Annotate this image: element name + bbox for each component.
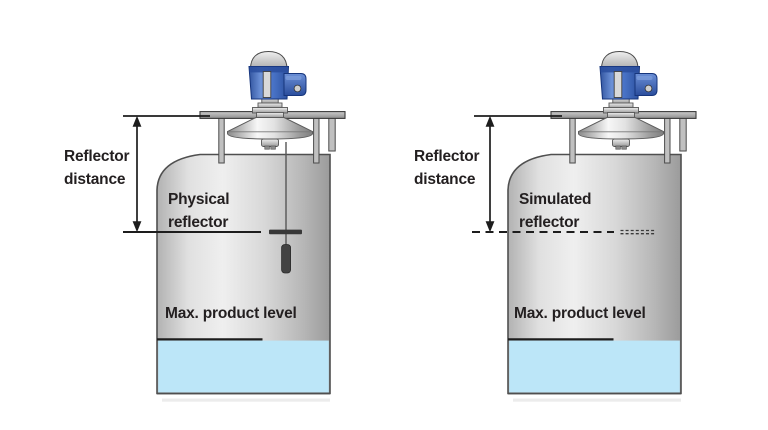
reflector-distance-label-right: Reflector distance <box>414 148 480 188</box>
reflector-distance-dimension-right <box>474 115 562 233</box>
reflector-distance-dimension-left <box>123 115 210 233</box>
reflector-distance-label-left: Reflector distance <box>64 148 130 188</box>
arrowhead-down-icon <box>132 221 142 233</box>
arrowhead-up-icon <box>485 115 495 127</box>
arrowhead-up-icon <box>132 115 142 127</box>
simulated-reflector-marker <box>472 229 656 235</box>
simulated-reflector-label: Simulated reflector <box>519 191 592 231</box>
max-product-level-label-right: Max. product level <box>514 305 646 322</box>
arrowhead-down-icon <box>485 221 495 233</box>
physical-reflector-marker <box>123 142 302 274</box>
reflector-plate <box>269 229 302 235</box>
max-product-level-label-left: Max. product level <box>165 305 297 322</box>
physical-reflector-label: Physical reflector <box>168 191 230 231</box>
reflector-weight <box>281 244 292 274</box>
echo-dashes-icon <box>620 229 656 235</box>
